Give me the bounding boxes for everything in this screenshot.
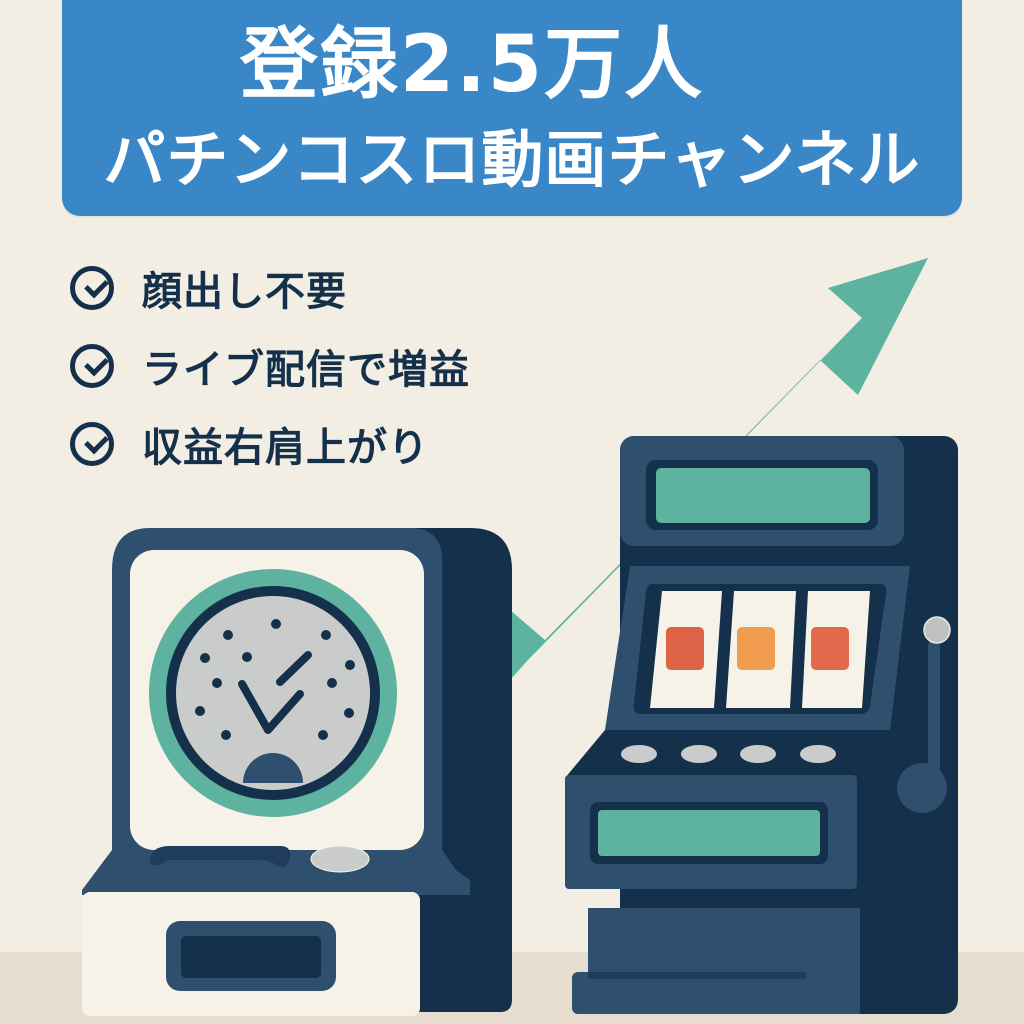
pin-dots — [195, 619, 355, 740]
reel-symbol-3 — [811, 627, 849, 670]
check-circle-icon — [70, 422, 114, 466]
banner-headline: 登録2.5万人 — [239, 20, 705, 110]
feature-item: 収益右肩上がり — [70, 418, 470, 471]
feature-label: 収益右肩上がり — [142, 425, 429, 471]
reel-symbol-2 — [737, 627, 775, 670]
feature-list: 顔出し不要 ライブ配信で増益 収益右肩上がり — [70, 262, 470, 496]
feature-item: ライブ配信で増益 — [70, 340, 470, 393]
feature-label: ライブ配信で増益 — [142, 347, 470, 393]
header-banner: 登録2.5万人 パチンコスロ動画チャンネル — [62, 0, 962, 216]
feature-item: 顔出し不要 — [70, 262, 470, 315]
pachinko-machine — [82, 528, 512, 1016]
check-circle-icon — [70, 344, 114, 388]
lever-icon — [897, 616, 951, 813]
slot-machine — [565, 436, 958, 1014]
check-circle-icon — [70, 266, 114, 310]
feature-label: 顔出し不要 — [142, 269, 347, 315]
banner-subtitle: パチンコスロ動画チャンネル — [103, 123, 921, 196]
reel-symbol-1 — [666, 627, 704, 670]
growth-arrow-icon — [510, 258, 928, 680]
